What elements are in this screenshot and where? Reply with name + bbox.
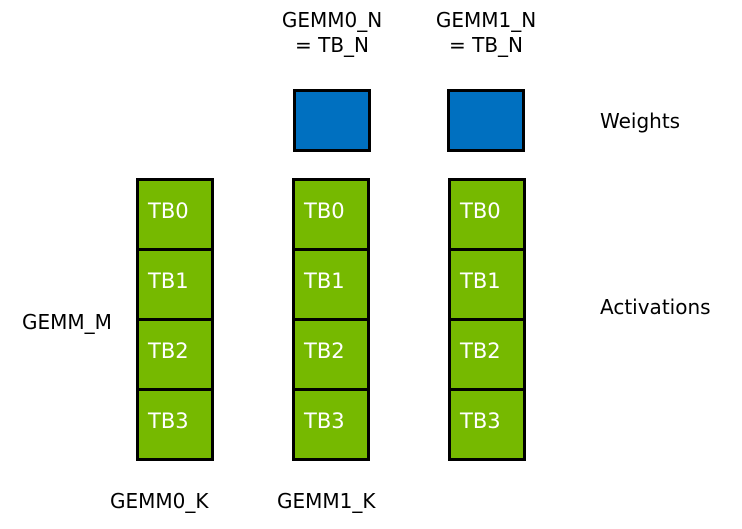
tb-cell[interactable]: TB2 [448, 318, 526, 391]
tb-cell[interactable]: TB3 [136, 388, 214, 461]
tb-cell[interactable]: TB1 [292, 248, 370, 321]
tb-cell-label: TB1 [304, 269, 345, 293]
tb-cell-label: TB1 [460, 269, 501, 293]
tb-cell[interactable]: TB0 [448, 178, 526, 251]
activations-row-label: Activations [600, 295, 711, 319]
tb-cell[interactable]: TB3 [448, 388, 526, 461]
tb-cell-label: TB2 [304, 339, 345, 363]
tb-cell[interactable]: TB0 [292, 178, 370, 251]
gemm1-k-label: GEMM1_K [277, 489, 376, 513]
gemm0-n-label-line2: = TB_N [294, 33, 369, 57]
tb-cell[interactable]: TB2 [292, 318, 370, 391]
weight-box-gemm1[interactable] [447, 89, 525, 152]
tb-cell-label: TB0 [460, 199, 501, 223]
gemm0-n-label: GEMM0_N = TB_N [262, 8, 402, 58]
gemm1-n-label-line2: = TB_N [448, 33, 523, 57]
tb-cell-label: TB2 [460, 339, 501, 363]
tb-cell-label: TB3 [148, 409, 189, 433]
gemm1-n-label: GEMM1_N = TB_N [416, 8, 556, 58]
tb-cell-label: TB3 [460, 409, 501, 433]
gemm1-n-label-line1: GEMM1_N [435, 8, 537, 32]
tb-cell-label: TB0 [148, 199, 189, 223]
tb-cell-label: TB3 [304, 409, 345, 433]
tb-cell[interactable]: TB2 [136, 318, 214, 391]
weight-box-gemm0[interactable] [293, 89, 371, 152]
tb-cell-label: TB2 [148, 339, 189, 363]
tb-cell-label: TB1 [148, 269, 189, 293]
activation-column-0: TB0 TB1 TB2 TB3 [136, 178, 214, 461]
tb-cell[interactable]: TB1 [136, 248, 214, 321]
tb-cell[interactable]: TB1 [448, 248, 526, 321]
gemm-m-label: GEMM_M [22, 310, 112, 334]
tb-cell-label: TB0 [304, 199, 345, 223]
tb-cell[interactable]: TB0 [136, 178, 214, 251]
gemm0-n-label-line1: GEMM0_N [281, 8, 383, 32]
activation-column-2: TB0 TB1 TB2 TB3 [448, 178, 526, 461]
gemm0-k-label: GEMM0_K [110, 489, 209, 513]
weights-row-label: Weights [600, 109, 681, 133]
activation-column-1: TB0 TB1 TB2 TB3 [292, 178, 370, 461]
tb-cell[interactable]: TB3 [292, 388, 370, 461]
